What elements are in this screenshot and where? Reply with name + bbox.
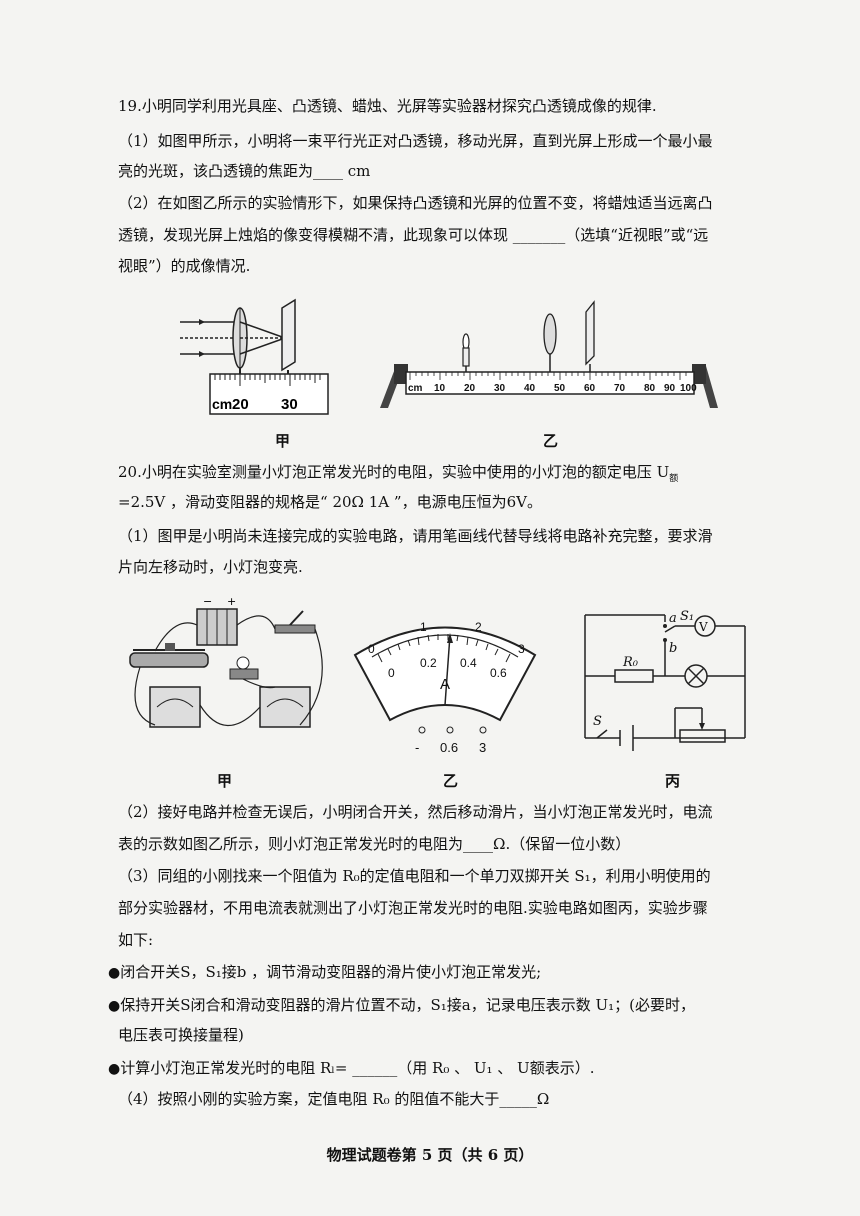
dial-outer-3: 3	[518, 642, 525, 656]
q20-part2-line1: （2）接好电路并检查无误后，小明闭合开关，然后移动滑片，当小灯泡正常发光时，电流	[118, 803, 713, 821]
q20-step3-text: 计算小灯泡正常发光时的电阻 Rₗ= ______（用 R₀ 、 U₁ 、 U额表…	[120, 1059, 595, 1077]
q20-part1-line1: （1）图甲是小明尚未连接完成的实验电路，请用笔画线代替导线将电路补充完整，要求滑	[118, 527, 713, 545]
q20-part1-line2: 片向左移动时，小灯泡变亮.	[118, 558, 303, 576]
bullet-icon: ●	[108, 998, 121, 1014]
q19-part1-line1: （1）如图甲所示，小明将一束平行光正对凸透镜，移动光屏，直到光屏上形成一个最小最	[118, 132, 713, 150]
ruler-tick-30: 30	[281, 396, 298, 413]
bench-tick-70: 70	[614, 383, 626, 394]
terminal-minus: -	[415, 740, 420, 755]
bench-tick-100: 100	[680, 383, 697, 394]
q20-step1-text: 闭合开关S，S₁接b ，调节滑动变阻器的滑片使小灯泡正常发光;	[120, 963, 542, 981]
q20-fig-c-caption: 丙	[665, 772, 681, 790]
bench-tick-unit: cm	[408, 383, 423, 394]
ruler-tick-20: 20	[232, 396, 249, 413]
page-footer: 物理试题卷第 5 页（共 6 页）	[326, 1146, 534, 1164]
dial-inner-0-2: 0.2	[420, 656, 437, 670]
q20-step2: ●保持开关S闭合和滑动变阻器的滑片位置不动，S₁接a，记录电压表示数 U₁；(必…	[108, 995, 695, 1016]
dial-inner-0-4: 0.4	[460, 656, 477, 670]
bench-tick-40: 40	[524, 383, 536, 394]
bullet-icon: ●	[108, 965, 121, 981]
ruler-unit: cm	[212, 396, 232, 412]
q20-step2-line2: 电压表可换接量程)	[118, 1026, 244, 1044]
q20-stem-sub: 额	[669, 474, 679, 484]
q20-step1: ●闭合开关S，S₁接b ，调节滑动变阻器的滑片使小灯泡正常发光;	[108, 962, 541, 983]
circuit-apparatus-figure: − +	[129, 595, 323, 728]
q20-stem-line2: =2.5V ，滑动变阻器的规格是“ 20Ω 1A ”，电源电压恒为6V。	[118, 493, 542, 511]
q19-fig-a-caption: 甲	[275, 432, 291, 450]
bench-tick-30: 30	[494, 383, 506, 394]
dial-inner-0: 0	[388, 666, 395, 680]
dial-outer-0: 0	[368, 642, 375, 656]
q20-part3-line2: 部分实验器材，不用电流表就测出了小灯泡正常发光时的电阻.实验电路如图丙，实验步骤	[118, 899, 708, 917]
bench-tick-50: 50	[554, 383, 566, 394]
terminal-0-6: 0.6	[440, 740, 459, 755]
q19-fig-b-caption: 乙	[543, 432, 559, 450]
terminal-3: 3	[479, 740, 487, 755]
circuit-schematic-figure: a b S₁ V R₀ S	[584, 609, 746, 751]
lens-focal-figure: cm 20 30	[180, 298, 329, 415]
q20-stem-line1: 20.小明在实验室测量小灯泡正常发光时的电阻，实验中使用的小灯泡的额定电压 U额	[118, 462, 678, 489]
q20-part2-line2: 表的示数如图乙所示，则小灯泡正常发光时的电阻为____Ω.（保留一位小数）	[118, 835, 631, 853]
resistor-r0-label: R₀	[622, 655, 639, 670]
q19-part2-line3: 视眼”）的成像情况.	[118, 257, 251, 275]
bench-tick-80: 80	[644, 383, 656, 394]
q20-part4: （4）按照小刚的实验方案，定值电阻 R₀ 的阻值不能大于_____Ω	[118, 1090, 550, 1108]
dial-inner-0-6: 0.6	[490, 666, 507, 680]
dial-outer-2: 2	[475, 620, 482, 634]
bench-tick-10: 10	[434, 383, 446, 394]
bench-tick-20: 20	[464, 383, 476, 394]
q20-stem-text: 20.小明在实验室测量小灯泡正常发光时的电阻，实验中使用的小灯泡的额定电压 U	[118, 463, 670, 481]
svg-text:+: +	[227, 595, 236, 608]
switch-s-label: S	[593, 714, 602, 729]
dial-unit: A	[440, 676, 450, 693]
q20-step2-text: 保持开关S闭合和滑动变阻器的滑片位置不动，S₁接a，记录电压表示数 U₁；(必要…	[120, 996, 696, 1014]
voltmeter-label: V	[698, 620, 708, 634]
q20-part3-line3: 如下:	[118, 931, 154, 949]
q19-part1-line2: 亮的光斑，该凸透镜的焦距为____ cm	[118, 162, 371, 180]
q19-stem: 19.小明同学利用光具座、凸透镜、蜡烛、光屏等实验器材探究凸透镜成像的规律.	[118, 97, 657, 115]
switch-contact-b: b	[669, 641, 677, 656]
optical-bench-figure: cm 10 20 30 40 50 60 70 80 90 100	[380, 300, 718, 408]
svg-text:−: −	[203, 595, 212, 608]
q19-part2-line1: （2）在如图乙所示的实验情形下，如果保持凸透镜和光屏的位置不变，将蜡烛适当远离凸	[118, 194, 713, 212]
bench-tick-90: 90	[664, 383, 676, 394]
ammeter-dial-figure: 0 1 2 3 0 0.2 0.4 0.6 A	[353, 620, 537, 734]
q20-fig-a-caption: 甲	[217, 772, 233, 790]
dial-outer-1: 1	[420, 620, 427, 634]
switch-contact-a: a	[669, 611, 677, 626]
q20-step3: ●计算小灯泡正常发光时的电阻 Rₗ= ______（用 R₀ 、 U₁ 、 U额…	[108, 1058, 594, 1079]
switch-s1-label: S₁	[680, 609, 694, 624]
bench-tick-60: 60	[584, 383, 596, 394]
q20-part3-line1: （3）同组的小刚找来一个阻值为 R₀的定值电阻和一个单刀双掷开关 S₁，利用小明…	[118, 867, 711, 885]
bullet-icon: ●	[108, 1061, 121, 1077]
q20-fig-b-caption: 乙	[443, 772, 459, 790]
q19-part2-line2: 透镜，发现光屏上烛焰的像变得模糊不清，此现象可以体现 _______（选填“近视…	[118, 226, 709, 244]
